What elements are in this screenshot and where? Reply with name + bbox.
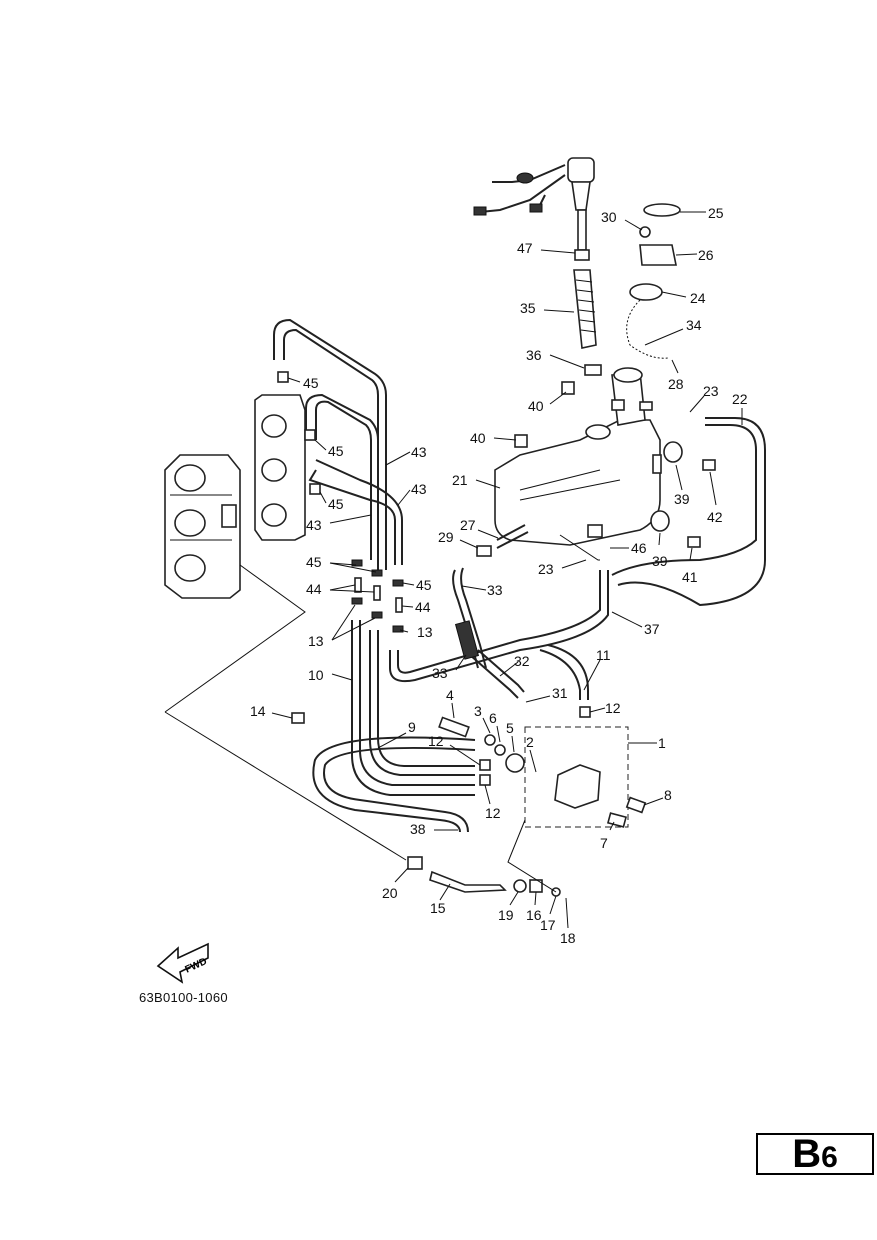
callout-7: 7: [600, 835, 608, 851]
callout-46: 46: [631, 540, 647, 556]
callout-43a: 43: [411, 444, 427, 460]
callout-45d: 45: [306, 554, 322, 570]
callout-45c: 45: [328, 496, 344, 512]
hose-43: [273, 318, 403, 570]
callout-3: 3: [474, 703, 482, 719]
callout-1: 1: [658, 735, 666, 751]
figure-code: 63B0100-1060: [139, 990, 228, 1005]
callout-44a: 44: [306, 581, 322, 597]
callout-16: 16: [526, 907, 542, 923]
callout-10: 10: [308, 667, 324, 683]
callout-24: 24: [690, 290, 706, 306]
intake-manifold: [254, 394, 306, 541]
fwd-arrow-icon: FWD: [156, 942, 209, 984]
engine-block: [164, 454, 241, 599]
callouts: 1 2 3 4 5 6 7 8 9 10 11 12 12 12 13 13 1…: [250, 205, 748, 946]
callout-39b: 39: [652, 553, 668, 569]
callout-21: 21: [452, 472, 468, 488]
callout-38: 38: [410, 821, 426, 837]
callout-28: 28: [668, 376, 684, 392]
callout-40a: 40: [528, 398, 544, 414]
callout-31: 31: [552, 685, 568, 701]
callout-23b: 23: [538, 561, 554, 577]
callout-2a: 2: [526, 734, 534, 750]
oil-tank: [494, 367, 662, 546]
page-tag-number: 6: [821, 1141, 838, 1174]
callout-23a: 23: [703, 383, 719, 399]
callout-17: 17: [540, 917, 556, 933]
clamps: [277, 371, 404, 724]
page-tag: B 6: [756, 1133, 874, 1175]
callout-22: 22: [732, 391, 748, 407]
callout-45e: 45: [416, 577, 432, 593]
callout-39a: 39: [674, 491, 690, 507]
callout-13b: 13: [417, 624, 433, 640]
callout-13a: 13: [308, 633, 324, 649]
hose-10: [351, 620, 475, 796]
callout-12a: 12: [605, 700, 621, 716]
oil-pump: [438, 706, 647, 828]
callout-47: 47: [517, 240, 533, 256]
callout-37: 37: [644, 621, 660, 637]
pipe-15: [407, 856, 561, 897]
hose-11: [469, 644, 589, 700]
hose-38: [312, 736, 476, 833]
callout-12b: 12: [428, 733, 444, 749]
callout-30: 30: [601, 209, 617, 225]
oil-gauge: [473, 157, 602, 376]
callout-19: 19: [498, 907, 514, 923]
leader-lines: [164, 534, 600, 893]
callout-33a: 33: [487, 582, 503, 598]
callout-5: 5: [506, 720, 514, 736]
callout-25: 25: [708, 205, 724, 221]
callout-12c: 12: [485, 805, 501, 821]
callout-42: 42: [707, 509, 723, 525]
callout-15: 15: [430, 900, 446, 916]
hose-33: [452, 567, 487, 669]
callout-35: 35: [520, 300, 536, 316]
callout-36: 36: [526, 347, 542, 363]
hose-37: [389, 417, 766, 683]
callout-45b: 45: [328, 443, 344, 459]
callout-34: 34: [686, 317, 702, 333]
callout-43b: 43: [411, 481, 427, 497]
callout-20: 20: [382, 885, 398, 901]
page-tag-letter: B: [792, 1132, 822, 1176]
callout-41: 41: [682, 569, 698, 585]
tank-cap: [626, 203, 681, 359]
callout-18: 18: [560, 930, 576, 946]
callout-27: 27: [460, 517, 476, 533]
callout-4: 4: [446, 687, 454, 703]
callout-14: 14: [250, 703, 266, 719]
callout-45a: 45: [303, 375, 319, 391]
callout-6: 6: [489, 710, 497, 726]
callout-40b: 40: [470, 430, 486, 446]
callout-8: 8: [664, 787, 672, 803]
callout-29: 29: [438, 529, 454, 545]
callout-43c: 43: [306, 517, 322, 533]
callout-11: 11: [596, 647, 611, 663]
fittings: [476, 381, 716, 557]
callout-33b: 33: [432, 665, 448, 681]
callout-9: 9: [408, 719, 416, 735]
callout-44b: 44: [415, 599, 431, 615]
callout-32: 32: [514, 653, 530, 669]
callout-26: 26: [698, 247, 714, 263]
